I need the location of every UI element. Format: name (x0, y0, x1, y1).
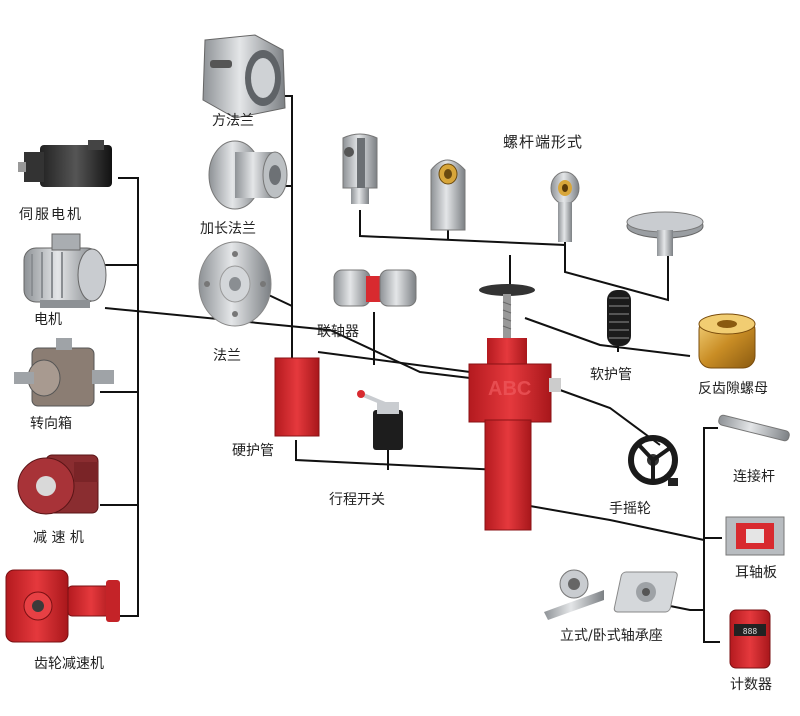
motor-image (23, 233, 107, 308)
screw-jack-image (468, 284, 561, 531)
center-logo: ABC (488, 378, 531, 400)
worm-reducer-image (17, 454, 99, 515)
handwheel-label: 手摇轮 (609, 501, 651, 517)
connecting-rod-label: 连接杆 (733, 469, 775, 485)
square-flange-image (202, 34, 286, 119)
ear-plate-label: 耳轴板 (735, 565, 777, 581)
line-soft-guard (524, 317, 691, 357)
line-left-bus (118, 177, 139, 617)
ear-plate-image (725, 516, 785, 556)
gear-reducer-image (5, 569, 120, 643)
clevis-end-image (342, 133, 378, 204)
servo-motor-image (18, 140, 112, 187)
line-screw-end-bus (359, 210, 669, 302)
screw-end-forms-title: 螺杆端形式 (503, 133, 584, 151)
line-center-right (529, 505, 705, 541)
line-hard-guard (295, 440, 501, 471)
soft-guard-image (607, 290, 631, 346)
hard-guard-label: 硬护管 (232, 443, 274, 459)
motor-label: 电机 (34, 312, 62, 328)
long-flange-image (208, 140, 288, 210)
line-hard-guard-center (317, 351, 471, 373)
counter-image: 888 (729, 609, 771, 669)
handwheel-image (628, 435, 678, 486)
spherical-rod-end-image (550, 171, 580, 242)
travel-switch-image (357, 390, 403, 450)
line-right-bus (703, 427, 720, 643)
soft-guard-label: 软护管 (590, 367, 632, 383)
rod-eye-end-image (430, 159, 466, 231)
flange-image (198, 241, 272, 327)
svg-text:888: 888 (743, 627, 758, 636)
bearing-seat-label: 立式/卧式轴承座 (560, 628, 663, 644)
connecting-rod-image (718, 414, 790, 442)
counter-label: 计数器 (730, 677, 772, 693)
flange-bearing-image (613, 571, 678, 613)
servo-motor-label: 伺服电机 (19, 207, 83, 223)
reducer-label: 减 速 机 (33, 530, 84, 546)
line-handwheel (559, 389, 661, 446)
top-plate-end-image (626, 211, 704, 256)
travel-switch-label: 行程开关 (329, 492, 385, 508)
coupling-image (333, 269, 417, 307)
coupling-label: 联轴器 (317, 324, 359, 340)
line-flange-bus (278, 95, 293, 320)
flange-label: 法兰 (213, 348, 241, 364)
square-flange-label: 方法兰 (212, 113, 254, 129)
hard-guard-image (274, 357, 320, 437)
steering-box-image (14, 338, 114, 407)
long-flange-label: 加长法兰 (200, 221, 256, 237)
anti-backlash-nut-image (698, 313, 756, 369)
gear-reducer-label: 齿轮减速机 (34, 656, 104, 672)
steering-box-label: 转向箱 (30, 416, 72, 432)
anti-backlash-nut-label: 反齿隙螺母 (698, 381, 768, 397)
pillow-block-image (544, 569, 604, 620)
